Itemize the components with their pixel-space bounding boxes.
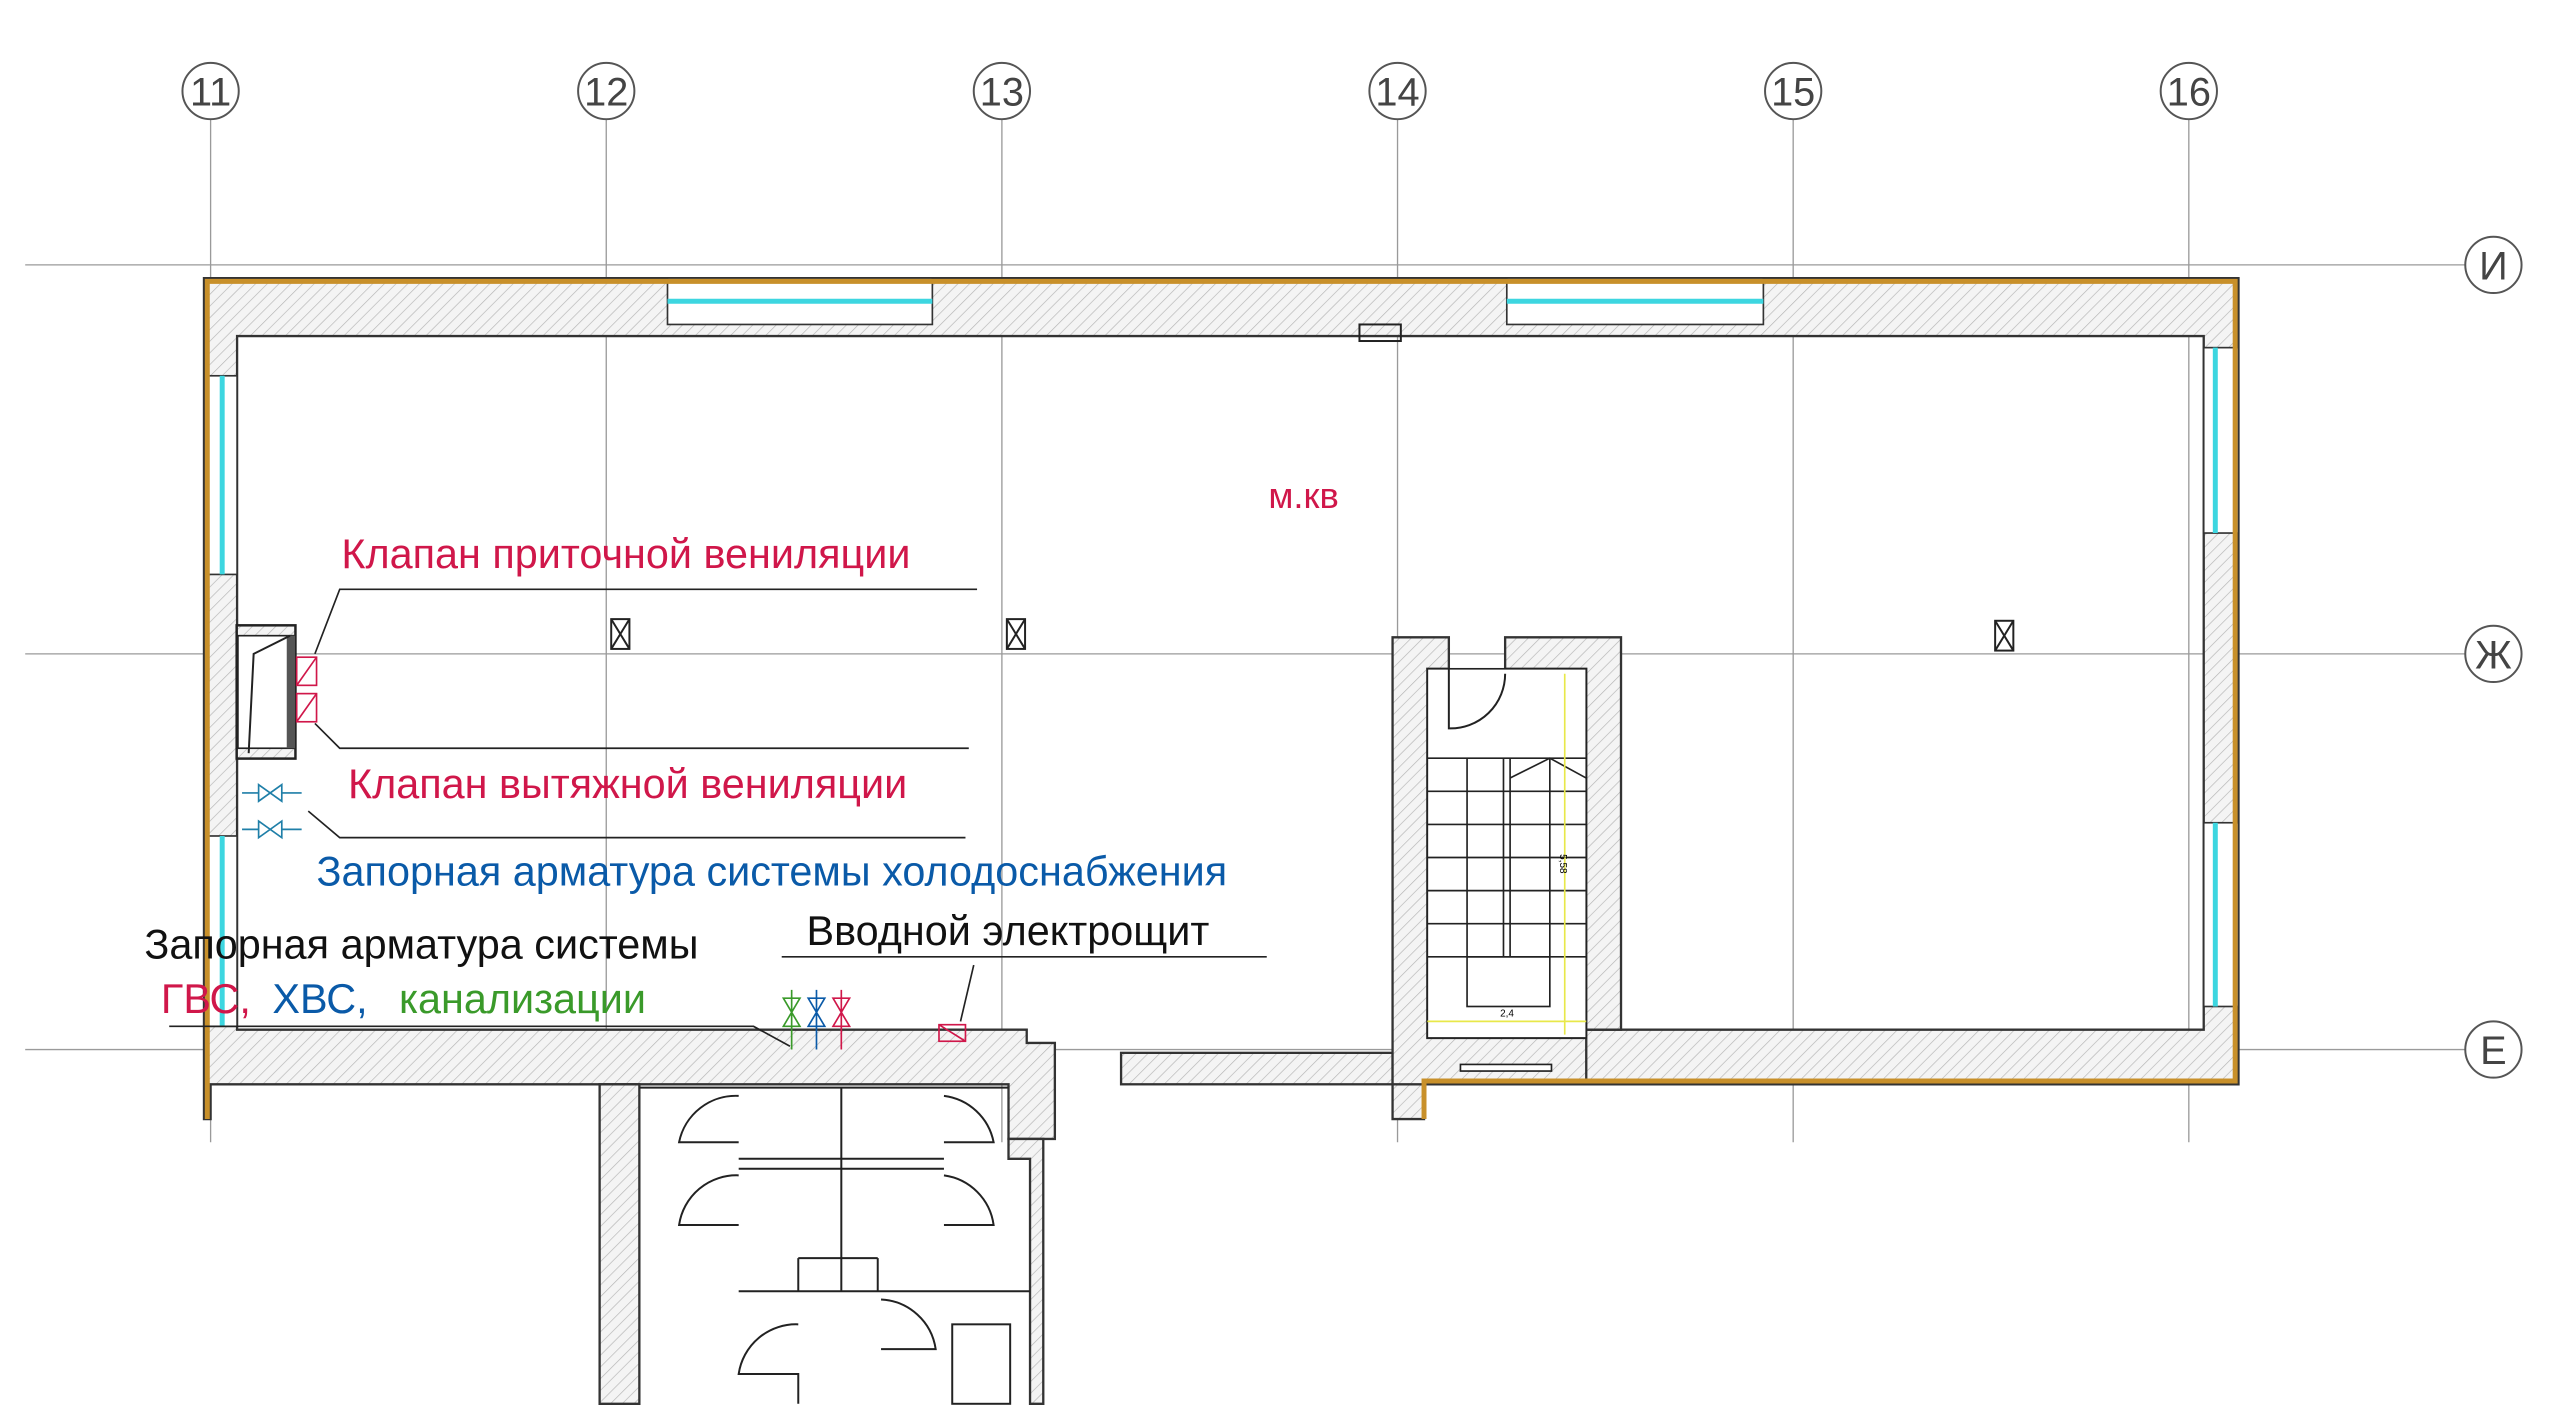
svg-text:15: 15: [1771, 71, 1815, 115]
axis-marker-14: 14: [1368, 61, 1427, 121]
axis-marker-zh: Ж: [2464, 624, 2523, 684]
stair-width-dim: 2,4: [1500, 1008, 1514, 1019]
svg-text:16: 16: [2167, 71, 2211, 115]
exhaust-valve-label: Клапан вытяжной вениляции: [348, 761, 907, 807]
axis-marker-15: 15: [1764, 61, 1823, 121]
axis-marker-11: 11: [181, 61, 240, 121]
walls: [202, 276, 2240, 1405]
axis-marker-e: Е: [2464, 1020, 2523, 1079]
svg-text:Е: Е: [2480, 1029, 2507, 1073]
hvs-label: ХВС,: [272, 976, 367, 1022]
svg-text:14: 14: [1375, 71, 1419, 115]
svg-text:Ж: Ж: [2475, 634, 2512, 678]
water-systems-label: ГВС, ХВС, канализации: [161, 976, 646, 1022]
svg-text:11: 11: [190, 71, 231, 115]
cooling-shutoff-label: Запорная арматура системы холодоснабжени…: [317, 849, 1228, 895]
ventilation-valves-icon: [295, 656, 318, 723]
restroom-block: [639, 1086, 1031, 1405]
svg-text:И: И: [2479, 245, 2508, 289]
electric-panel-icon: [938, 1023, 967, 1043]
leader-lines: [169, 588, 1267, 1047]
staircase: 5,58 2,4: [1426, 667, 1588, 1072]
columns: [610, 323, 2015, 652]
facade-outline: [204, 278, 2238, 1120]
water-shutoff-label: Запорная арматура системы: [144, 921, 698, 967]
axis-marker-12: 12: [577, 61, 636, 121]
grid-lines: [25, 119, 2466, 1143]
windows: [206, 277, 2240, 1028]
sewer-label: канализации: [399, 976, 646, 1022]
axis-marker-i: И: [2464, 235, 2523, 295]
stair-length-dim: 5,58: [1557, 854, 1568, 874]
room-label: м.кв: [1268, 475, 1338, 516]
axis-marker-16: 16: [2159, 61, 2218, 121]
ventilation-shaft: [235, 624, 297, 760]
water-shutoff-valves-icon: [781, 989, 852, 1050]
cooling-shutoff-valves-icon: [242, 783, 302, 840]
svg-text:13: 13: [980, 71, 1024, 115]
svg-text:12: 12: [584, 71, 628, 115]
axis-marker-13: 13: [972, 61, 1032, 121]
supply-valve-label: Клапан приточной вениляции: [341, 531, 910, 577]
electric-panel-label: Вводной электрощит: [807, 908, 1210, 954]
gvs-label: ГВС,: [161, 976, 251, 1022]
